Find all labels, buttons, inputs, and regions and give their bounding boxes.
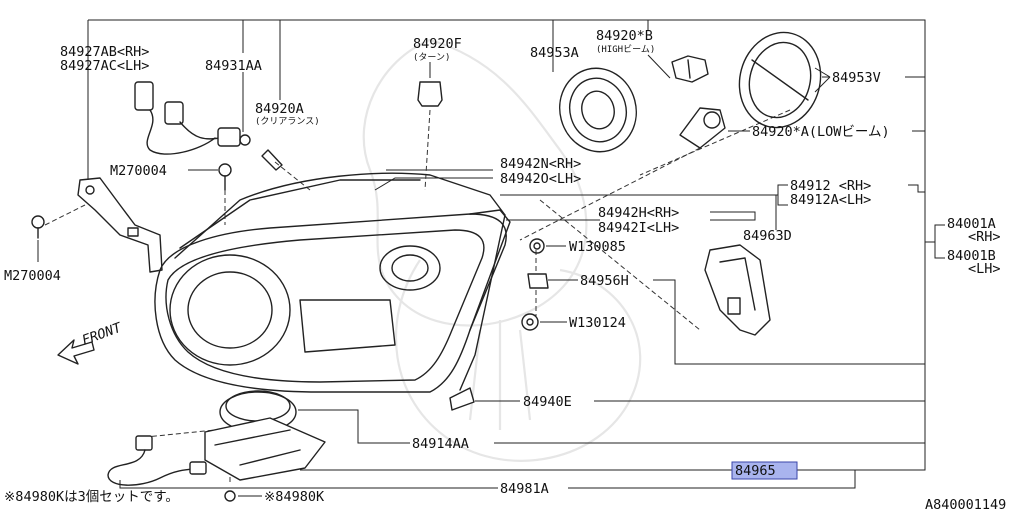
ballast-unit — [204, 390, 326, 481]
assembly-dashed-lines — [44, 109, 791, 482]
label-84001a-sub: <RH> — [968, 229, 1001, 245]
label-m270004-bottom[interactable]: M270004 — [4, 268, 61, 284]
label-84912a[interactable]: 84912A<LH> — [790, 192, 871, 208]
label-m270004-top[interactable]: M270004 — [110, 163, 167, 179]
label-84963d[interactable]: 84963D — [743, 228, 792, 244]
label-w130085[interactable]: W130085 — [569, 239, 626, 255]
label-84920b[interactable]: 84920*B — [596, 28, 653, 44]
grommet-84956h — [527, 273, 549, 289]
label-84927ab[interactable]: 84927AB<RH> — [60, 44, 149, 60]
clearance-bulb — [261, 149, 283, 171]
front-direction-arrow: FRONT — [57, 320, 124, 365]
socket-ring — [738, 31, 822, 129]
low-beam-bulb — [679, 107, 726, 149]
label-84920b-sub: (HIGHビーム) — [596, 44, 655, 55]
label-84920f[interactable]: 84920F — [413, 36, 462, 52]
leveling-bracket — [704, 244, 771, 336]
label-84914aa[interactable]: 84914AA — [412, 436, 469, 452]
front-label: FRONT — [80, 320, 124, 349]
label-84953a[interactable]: 84953A — [530, 45, 579, 61]
screw-84980k — [224, 490, 236, 502]
label-84942o[interactable]: 84942O<LH> — [500, 171, 581, 187]
label-84001b-sub: <LH> — [968, 261, 1001, 277]
label-84920a-low[interactable]: 84920*A(LOWビーム) — [752, 124, 890, 140]
high-beam-bulb — [671, 55, 709, 83]
screw-m270004-upper — [218, 163, 232, 191]
label-84965[interactable]: 84965 — [735, 463, 776, 479]
rear-cap — [559, 67, 637, 153]
label-84940e[interactable]: 84940E — [523, 394, 572, 410]
diagram-id: A840001149 — [925, 497, 1006, 512]
label-84953v[interactable]: 84953V — [832, 70, 881, 86]
label-84980k[interactable]: ※84980K — [264, 489, 325, 505]
watermark-emblem — [362, 38, 642, 462]
footnote-84980k: ※84980Kは3個セットです。 — [4, 489, 179, 505]
mounting-bracket — [77, 177, 163, 273]
label-84001b[interactable]: 84001B — [947, 248, 996, 264]
highlight-box-84965 — [731, 461, 798, 480]
wire-harness — [134, 81, 251, 155]
ballast-harness — [107, 435, 207, 486]
clip-84940e — [449, 387, 475, 411]
label-84920f-sub: (ターン) — [413, 52, 450, 63]
leader-lines — [37, 19, 945, 497]
label-84920a-sub: (クリアランス) — [255, 116, 320, 127]
label-84920a[interactable]: 84920A — [255, 101, 304, 117]
label-84912[interactable]: 84912 <RH> — [790, 178, 871, 194]
label-84001a[interactable]: 84001A — [947, 216, 996, 232]
screw-m270004-lower — [31, 215, 45, 239]
label-84931aa[interactable]: 84931AA — [205, 58, 262, 74]
part-labels: 84927AB<RH> 84927AC<LH> 84931AA 84920F (… — [4, 28, 1006, 512]
label-84956h[interactable]: 84956H — [580, 273, 629, 289]
label-84942i[interactable]: 84942I<LH> — [598, 220, 679, 236]
label-84981a[interactable]: 84981A — [500, 481, 549, 497]
label-84942n[interactable]: 84942N<RH> — [500, 156, 581, 172]
label-84927ac[interactable]: 84927AC<LH> — [60, 58, 149, 74]
washer-w130085 — [529, 238, 545, 254]
turn-signal-bulb — [417, 81, 443, 107]
washer-w130124 — [521, 313, 539, 331]
label-84942h[interactable]: 84942H<RH> — [598, 205, 679, 221]
headlamp-assembly — [154, 172, 511, 393]
label-w130124[interactable]: W130124 — [569, 315, 626, 331]
